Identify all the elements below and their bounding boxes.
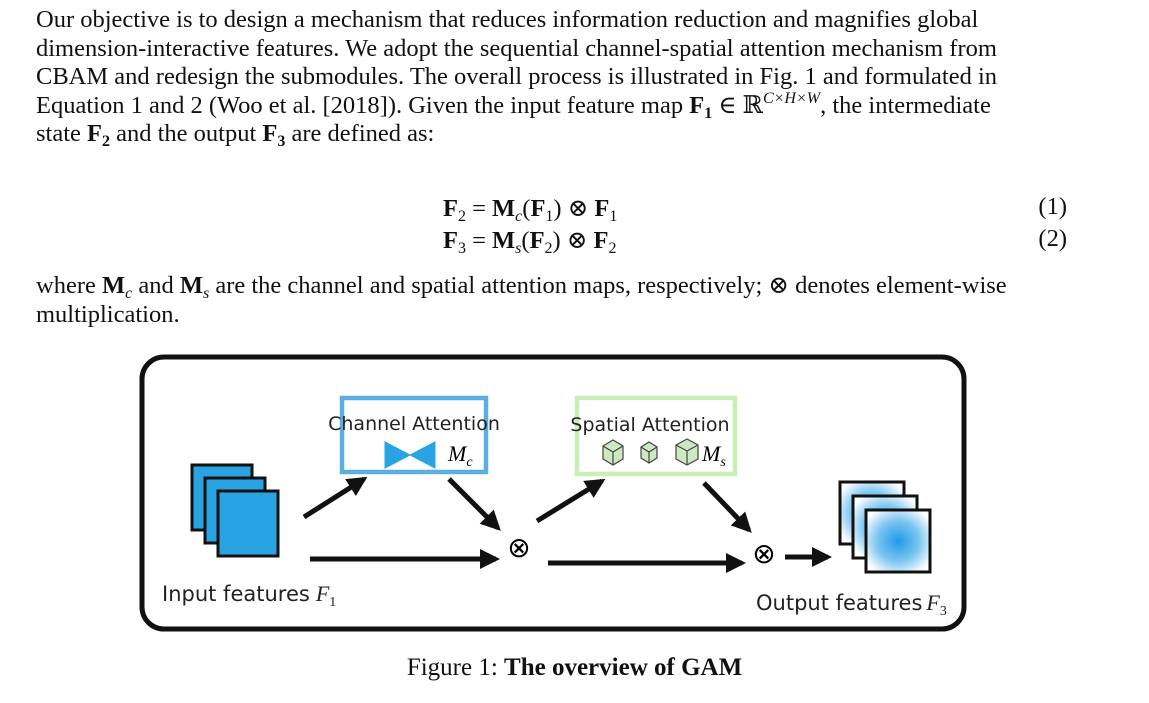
text-line: Our objective is to design a mechanism t… xyxy=(36,6,979,33)
subscript: s xyxy=(202,285,210,302)
eq-M: M xyxy=(492,227,516,254)
symbol-M: M xyxy=(101,272,126,299)
eq-lhs: F xyxy=(443,227,458,254)
eq-F: F xyxy=(529,227,545,254)
caption-title: The overview of GAM xyxy=(504,654,743,681)
symbol-in-R: ∈ ℝ xyxy=(718,91,763,119)
text-line: multiplication. xyxy=(36,300,180,328)
channel-symbol: Mc xyxy=(447,441,473,470)
multiply-icon: ⊗ xyxy=(507,531,530,564)
intro-paragraph: Our objective is to design a mechanism t… xyxy=(36,6,1076,150)
otimes-symbol: ⊗ xyxy=(768,272,789,299)
text-line: CBAM and redesign the submodules. The ov… xyxy=(36,63,998,90)
arrow-to-channel xyxy=(302,476,368,520)
text-fragment: denotes element-wise xyxy=(795,272,1007,299)
eq-F: F xyxy=(593,227,609,254)
text-fragment: where xyxy=(36,272,96,299)
text-fragment: state xyxy=(36,120,81,147)
channel-attention-box xyxy=(339,395,489,475)
text-line: state F2 and the output F3 are defined a… xyxy=(36,120,1076,150)
spatial-attention-box xyxy=(574,395,738,477)
eq-F: F xyxy=(530,195,546,222)
input-feature-stack xyxy=(190,463,280,558)
spatial-symbol: Ms xyxy=(701,441,726,470)
spatial-attention-label: Spatial Attention xyxy=(570,414,729,436)
subscript: 3 xyxy=(277,133,286,150)
arrow-from-channel xyxy=(447,477,501,531)
symbol-F: F xyxy=(689,91,705,119)
symbol-M: M xyxy=(179,272,203,299)
caption-prefix: Figure 1: xyxy=(406,654,498,681)
bowtie-icon xyxy=(384,441,436,469)
eq-sub: c xyxy=(515,208,523,225)
arrow-to-spatial xyxy=(535,478,606,524)
eq-sub: 3 xyxy=(457,240,466,257)
symbol-F: F xyxy=(262,120,278,147)
otimes-symbol: ⊗ xyxy=(567,195,589,222)
eq-M: M xyxy=(492,195,516,222)
eq-F: F xyxy=(594,195,610,222)
text-fragment: , the intermediate xyxy=(820,91,991,119)
otimes-symbol: ⊗ xyxy=(566,227,588,254)
figure-frame xyxy=(139,354,967,632)
channel-attention-label: Channel Attention xyxy=(328,413,500,435)
cube-icons xyxy=(602,438,699,466)
eq-sub: 1 xyxy=(545,208,554,225)
arrow-from-spatial xyxy=(702,481,752,533)
text-line: dimension-interactive features. We adopt… xyxy=(36,34,997,62)
text-fragment: are defined as: xyxy=(291,120,435,147)
where-paragraph: where Mc and Ms are the channel and spat… xyxy=(36,272,1076,329)
eq-sub: 2 xyxy=(608,240,617,257)
subscript: c xyxy=(125,285,133,302)
subscript: 1 xyxy=(704,104,713,122)
text-fragment: and the output xyxy=(116,120,257,147)
figure-caption: Figure 1: The overview of GAM xyxy=(0,654,1149,682)
equation-number: (2) xyxy=(1038,225,1067,252)
superscript-dims: C×H×W xyxy=(762,89,821,107)
eq-sub: 1 xyxy=(609,208,618,225)
equation-2: F3 = Ms(F2) ⊗ F2 xyxy=(443,227,617,257)
output-feature-stack xyxy=(838,480,932,574)
text-line: Equation 1 and 2 (Woo et al. [2018]). Gi… xyxy=(36,89,1076,122)
eq-sub: 2 xyxy=(457,208,466,225)
equation-number: (1) xyxy=(1038,193,1067,220)
eq-lhs: F xyxy=(443,195,458,222)
multiply-icon: ⊗ xyxy=(752,537,775,570)
equation-1: F2 = Mc(F1) ⊗ F1 xyxy=(443,195,618,225)
symbol-F: F xyxy=(87,120,102,147)
eq-sub: 2 xyxy=(544,240,553,257)
eq-sub: s xyxy=(515,240,522,257)
text-fragment: and xyxy=(138,272,174,299)
text-fragment: are the channel and spatial attention ma… xyxy=(215,272,763,299)
text-line: where Mc and Ms are the channel and spat… xyxy=(36,272,1076,302)
subscript: 2 xyxy=(102,133,110,150)
text-fragment: Equation 1 and 2 (Woo et al. [2018]). Gi… xyxy=(36,91,684,119)
